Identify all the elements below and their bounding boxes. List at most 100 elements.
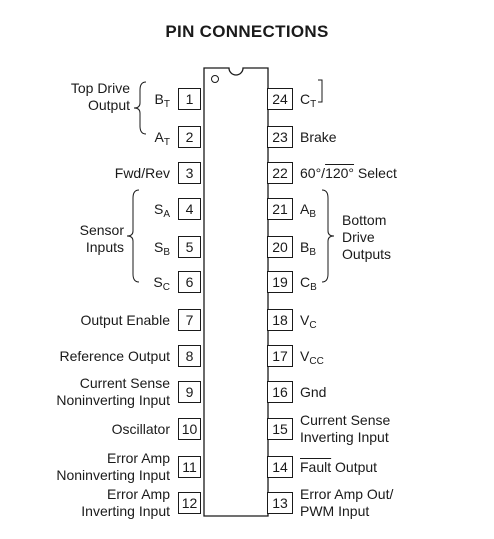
pin-23-label-line: Brake [300,128,337,145]
pin-17-label-line: VCC [300,347,324,367]
pin-9-label-line: Noninverting Input [56,392,170,408]
pin-10-number: 10 [178,418,201,440]
group-label-top-drive: Top Drive Output [70,80,130,113]
pin-21-number: 21 [267,198,293,220]
pin-21-label-line: AB [300,200,317,220]
pin-20-number: 20 [267,236,293,258]
pin-19-subscript: B [310,281,317,293]
pin-17-number: 17 [267,345,293,367]
pin-6-label-line: SC [153,273,170,293]
overline-text: 120° [325,164,355,181]
pin-6-subscript: C [162,281,170,293]
pin-16-label-line: Gnd [300,383,327,400]
left-pin-label-3: Fwd/Rev [115,165,170,182]
pin-20-label-line: BB [300,238,317,258]
right-pin-label-22: 60°/120° Select [300,165,397,182]
right-pin-label-13: Error Amp Out/PWM Input [300,486,393,520]
left-pin-label-1: BT [154,90,170,110]
pin-9-number: 9 [178,381,201,403]
pin-1-marker-dot [211,75,219,83]
brace-sensor-inputs [126,189,140,283]
pin-21-subscript: B [309,208,317,220]
pin-15-number: 15 [267,418,293,440]
pin-12-label-line: Error Amp [106,486,170,502]
pin-5-label-line: SB [153,238,170,258]
pin-10-label-line: Oscillator [111,420,170,437]
pin-24-number: 24 [267,88,293,110]
bracket-pin-24 [318,79,323,103]
pin-19-label-line: CB [300,273,317,293]
pin-3-label-line: Fwd/Rev [114,164,170,181]
pin-7-number: 7 [178,309,201,331]
pin-22-number: 22 [267,162,293,184]
pin-12-label-line: Inverting Input [81,503,170,519]
pin-1-number: 1 [178,88,201,110]
pin-17-subscript: CC [309,355,324,367]
pin-6-number: 6 [178,271,201,293]
pin-24-label-line: CT [300,90,317,110]
pin-5-number: 5 [178,236,201,258]
pin-11-number: 11 [178,456,201,478]
pin-13-label-line: Error Amp Out/ [300,486,394,502]
right-pin-label-17: VCC [300,347,324,367]
pin-11-label-line: Error Amp [106,450,170,466]
right-pin-label-20: BB [300,238,317,258]
pin-24-subscript: T [310,98,317,110]
diagram-title: PIN CONNECTIONS [165,22,329,41]
pin-8-label-line: Reference Output [59,347,170,364]
right-pin-label-14: Fault Output [300,459,377,476]
pin-8-number: 8 [178,345,201,367]
pin-4-subscript: A [163,208,170,220]
group-label-bottom-drive: Bottom Drive Outputs [342,212,392,262]
right-pin-label-19: CB [300,273,317,293]
left-pin-label-2: AT [154,128,170,148]
group-label-sensor-inputs: Sensor Inputs [79,222,124,255]
pin-1-subscript: T [163,98,170,110]
overline-text: Fault [300,458,332,475]
left-pin-label-8: Reference Output [59,348,170,365]
pin-3-number: 3 [178,162,201,184]
right-pin-label-23: Brake [300,129,337,146]
pin-2-number: 2 [178,126,201,148]
pin-18-subscript: C [309,319,317,331]
pin-23-number: 23 [267,126,293,148]
right-pin-label-18: VC [300,311,317,331]
left-pin-label-6: SC [153,273,170,293]
pin-4-number: 4 [178,198,201,220]
pin-2-label-line: AT [154,128,170,148]
brace-bottom-drive [321,189,335,283]
brace-top-drive [133,81,147,135]
pin-14-number: 14 [267,456,293,478]
pin-19-number: 19 [267,271,293,293]
right-pin-label-21: AB [300,200,317,220]
pin-13-label-line: PWM Input [300,503,370,519]
pin-15-label-line: Current Sense [300,412,391,428]
pin-16-number: 16 [267,381,293,403]
pin-4-label-line: SA [153,200,170,220]
left-pin-label-10: Oscillator [112,421,170,438]
pin-5-subscript: B [163,246,170,258]
right-pin-label-24: CT [300,90,317,110]
pin-18-label-line: VC [300,311,317,331]
pin-18-number: 18 [267,309,293,331]
pin-14-label-line: Fault Output [300,458,378,475]
right-pin-label-16: Gnd [300,384,326,401]
pin-1-label-line: BT [154,90,170,110]
pin-7-label-line: Output Enable [80,311,170,328]
pin-15-label-line: Inverting Input [300,429,389,445]
left-pin-label-7: Output Enable [80,312,170,329]
pin-9-label-line: Current Sense [79,375,170,391]
pin-2-subscript: T [163,136,170,148]
pin-12-number: 12 [178,492,201,514]
ic-body-outline [203,67,269,517]
left-pin-label-5: SB [153,238,170,258]
pin-13-number: 13 [267,492,293,514]
pin-22-label-line: 60°/120° Select [300,164,397,181]
pin-20-subscript: B [309,246,317,258]
pin-11-label-line: Noninverting Input [56,467,170,483]
